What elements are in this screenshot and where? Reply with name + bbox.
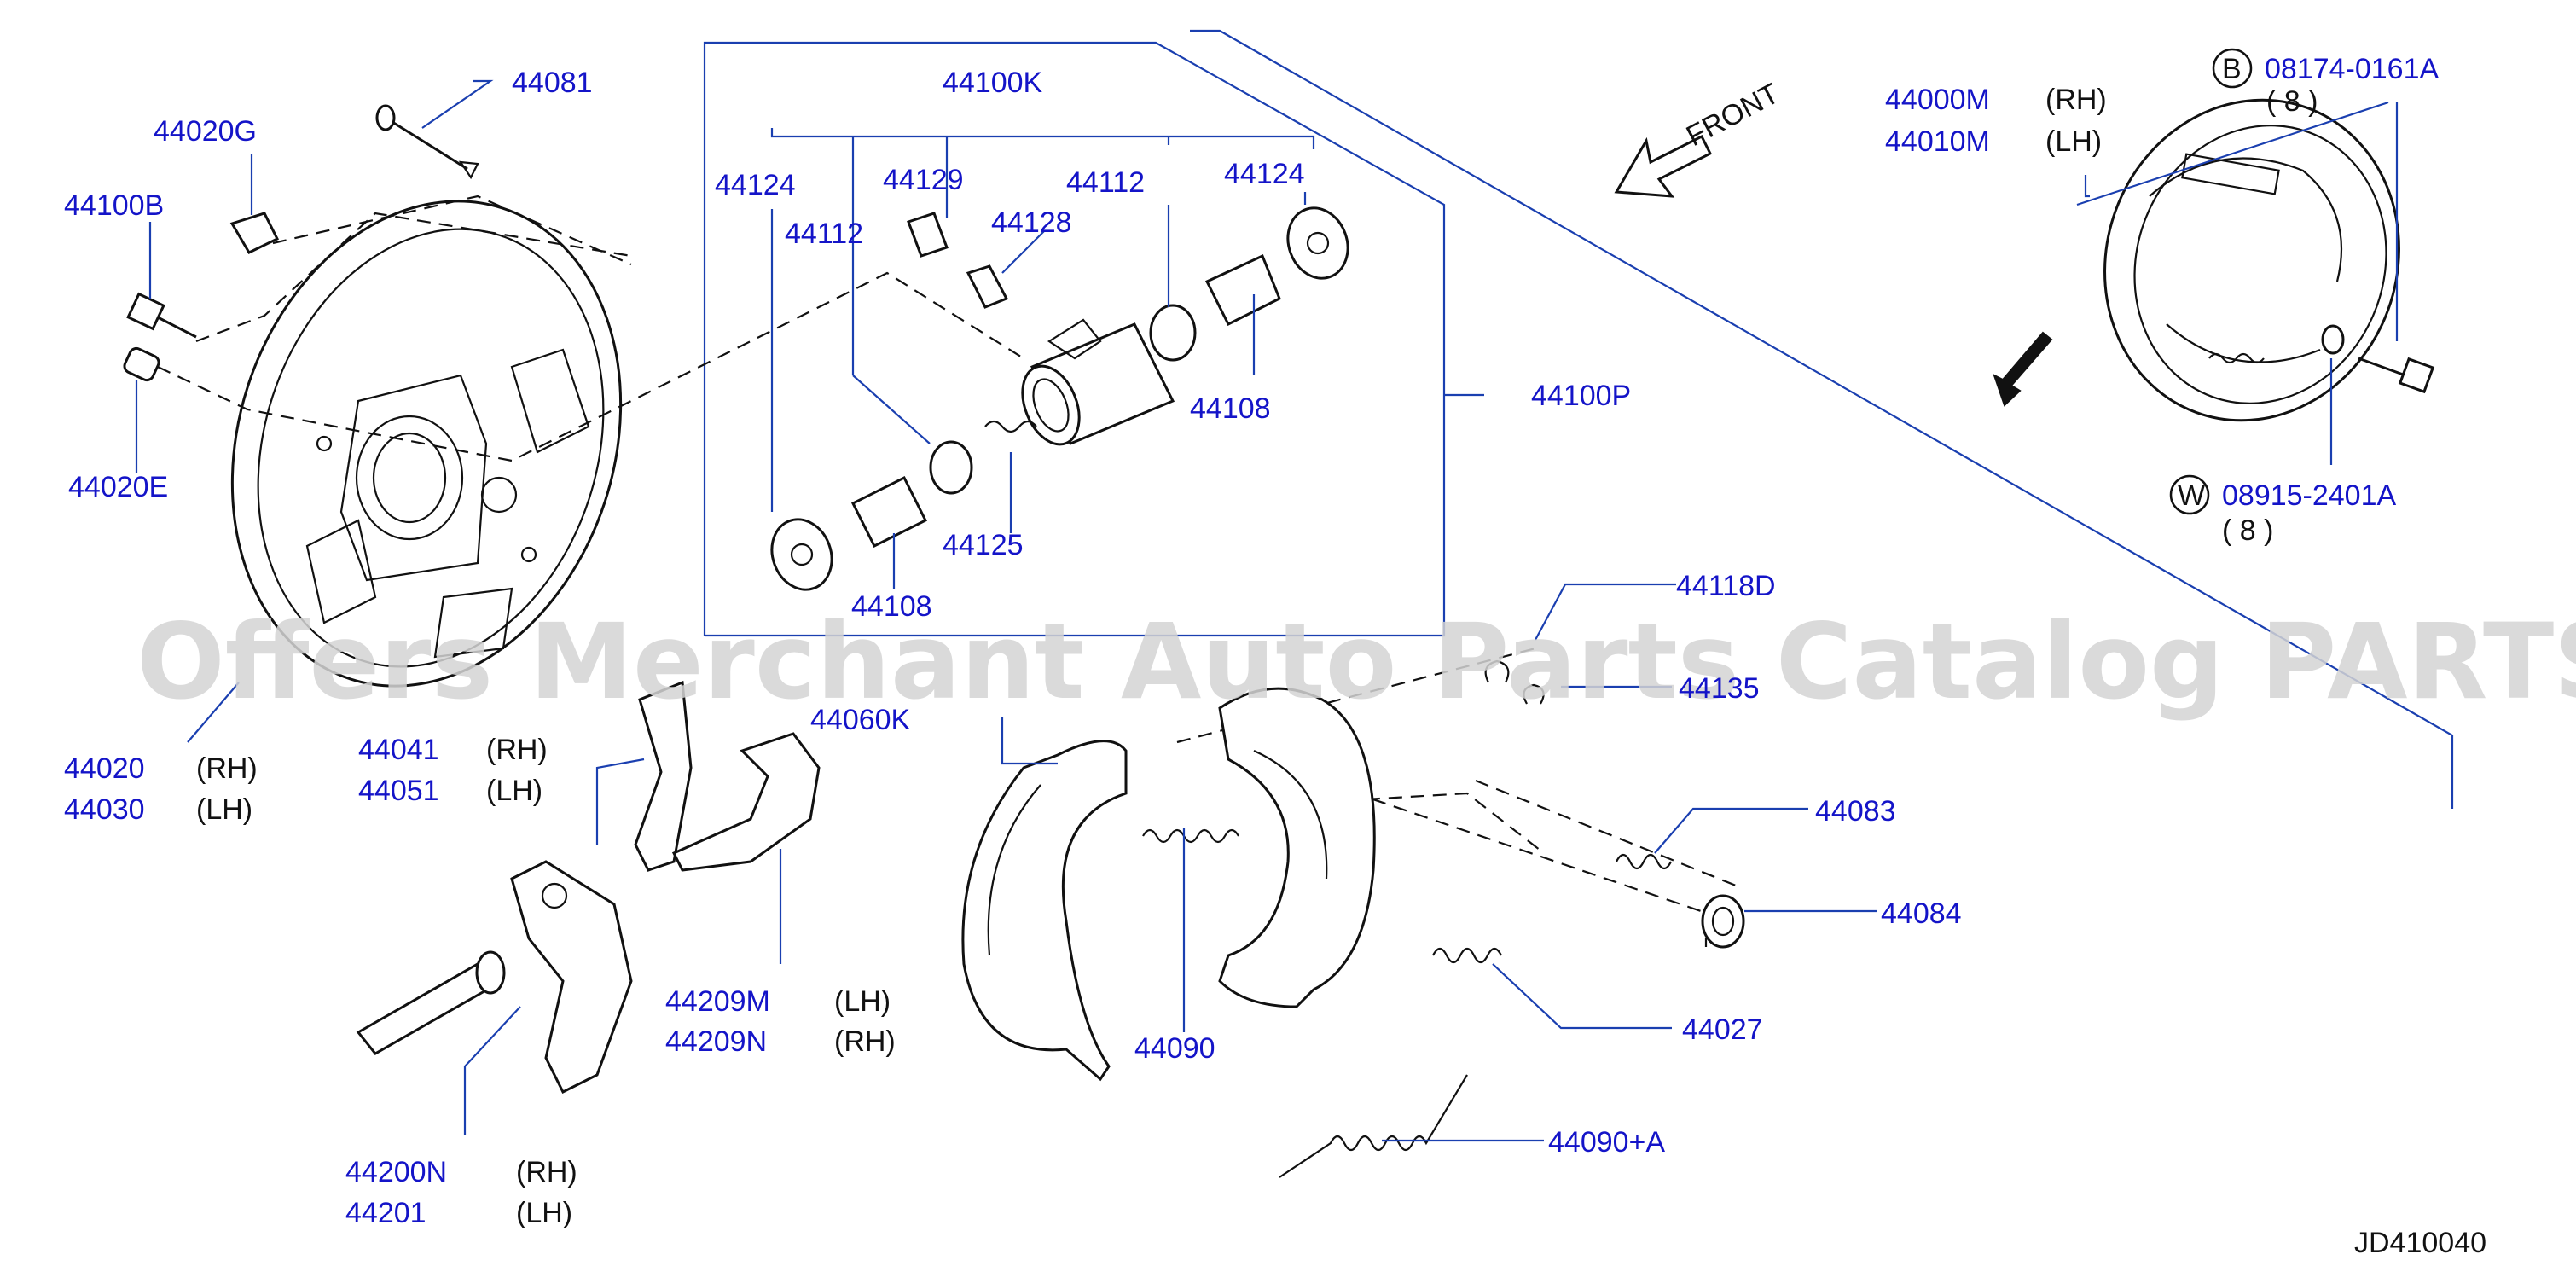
part-44108-right[interactable]: 44108 xyxy=(1190,392,1271,425)
part-44020E[interactable]: 44020E xyxy=(68,471,168,503)
part-44124-left[interactable]: 44124 xyxy=(715,169,796,201)
part-44100K[interactable]: 44100K xyxy=(943,67,1043,99)
backing-plate-drawing xyxy=(230,200,623,688)
part-44020G[interactable]: 44020G xyxy=(154,115,257,148)
bolt-circle-letter: B xyxy=(2222,53,2242,85)
side-lh-44010M: (LH) xyxy=(2045,125,2102,158)
part-44027[interactable]: 44027 xyxy=(1682,1013,1763,1046)
part-44083[interactable]: 44083 xyxy=(1815,795,1896,828)
part-44030[interactable]: 44030 xyxy=(64,793,145,826)
part-44020[interactable]: 44020 xyxy=(64,752,145,785)
part-44100P[interactable]: 44100P xyxy=(1531,380,1631,412)
part-44125[interactable]: 44125 xyxy=(943,529,1024,561)
left-small-parts xyxy=(123,104,479,382)
part-44128[interactable]: 44128 xyxy=(991,206,1072,239)
part-44084[interactable]: 44084 xyxy=(1881,897,1962,930)
bolt-qty: ( 8 ) xyxy=(2266,85,2318,118)
part-44060K[interactable]: 44060K xyxy=(810,704,911,736)
part-44000M[interactable]: 44000M xyxy=(1885,84,1990,116)
part-08915-2401A[interactable]: 08915-2401A xyxy=(2222,479,2397,512)
bolt-circle-icon xyxy=(2212,48,2253,89)
side-rh-44020: (RH) xyxy=(196,752,258,785)
part-44112-left[interactable]: 44112 xyxy=(785,218,863,250)
brake-assembly-drawing xyxy=(1993,98,2435,422)
part-44135[interactable]: 44135 xyxy=(1679,672,1760,705)
part-44124-right[interactable]: 44124 xyxy=(1224,158,1305,190)
side-rh-44000M: (RH) xyxy=(2045,84,2107,116)
part-44010M[interactable]: 44010M xyxy=(1885,125,1990,158)
side-rh-44200N: (RH) xyxy=(516,1156,577,1188)
front-label: FRONT xyxy=(1681,78,1784,154)
part-44209M[interactable]: 44209M xyxy=(665,985,770,1018)
part-44051[interactable]: 44051 xyxy=(358,775,439,807)
frame-lines xyxy=(703,29,2454,809)
part-44209N[interactable]: 44209N xyxy=(665,1025,767,1058)
brake-shoe-drawing xyxy=(961,659,1745,1178)
side-lh-44201: (LH) xyxy=(516,1197,572,1229)
washer-circle-letter: W xyxy=(2178,479,2205,512)
part-44081[interactable]: 44081 xyxy=(512,67,593,99)
washer-circle-icon xyxy=(2169,474,2210,515)
diagram-code: JD410040 xyxy=(2354,1227,2486,1259)
part-44200N[interactable]: 44200N xyxy=(345,1156,447,1188)
side-lh-44030: (LH) xyxy=(196,793,252,826)
side-rh-44041: (RH) xyxy=(486,734,548,766)
part-44108-left[interactable]: 44108 xyxy=(851,590,932,623)
wheel-cylinder-drawing xyxy=(770,206,1349,591)
down-arrow-icon xyxy=(1993,331,2053,407)
part-08174-0161A[interactable]: 08174-0161A xyxy=(2265,53,2440,85)
part-44100B[interactable]: 44100B xyxy=(64,189,164,222)
front-arrow-icon xyxy=(1614,134,1713,198)
part-44041[interactable]: 44041 xyxy=(358,734,439,766)
lever-adjuster-drawing xyxy=(356,680,821,1095)
washer-qty: ( 8 ) xyxy=(2222,514,2273,547)
part-44090-plus-a[interactable]: 44090+A xyxy=(1548,1126,1665,1159)
side-lh-44051: (LH) xyxy=(486,775,542,807)
part-44129[interactable]: 44129 xyxy=(883,164,964,196)
part-44201[interactable]: 44201 xyxy=(345,1197,426,1229)
side-lh-44209M: (LH) xyxy=(834,985,891,1018)
part-44118D[interactable]: 44118D xyxy=(1676,570,1776,602)
part-44112-right[interactable]: 44112 xyxy=(1066,166,1145,199)
watermark-text: Offers Merchant Auto Parts Catalog PARTS… xyxy=(136,601,2576,723)
leader-lines xyxy=(135,79,2399,1142)
side-rh-44209N: (RH) xyxy=(834,1025,896,1058)
part-44090[interactable]: 44090 xyxy=(1134,1032,1215,1065)
